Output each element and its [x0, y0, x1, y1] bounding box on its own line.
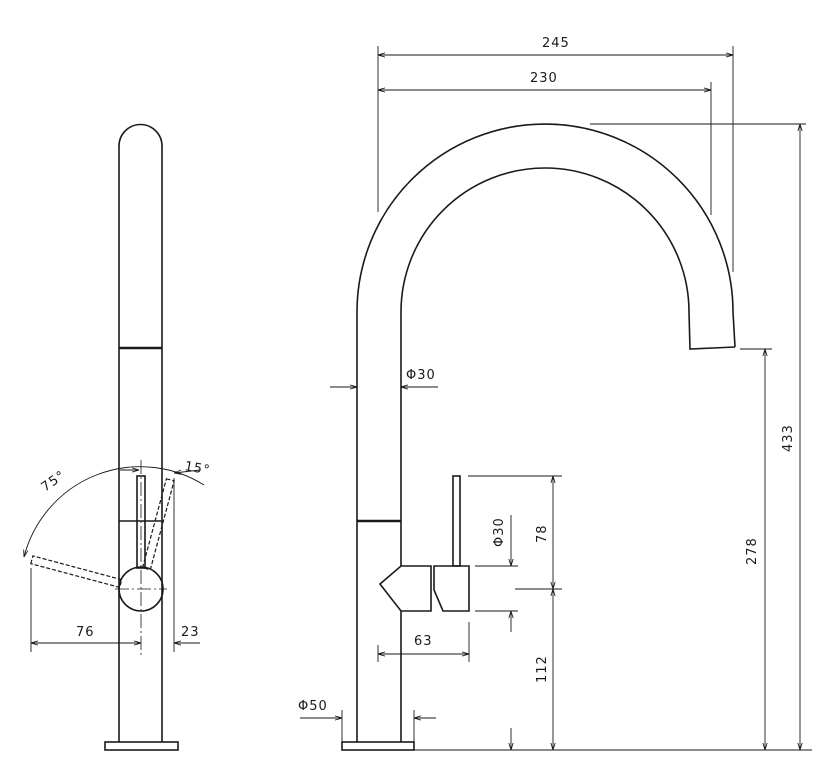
side-base-plate	[341, 741, 415, 751]
front-base-plate	[104, 741, 179, 751]
dim-76-label: 76	[76, 625, 95, 640]
spout-outer	[356, 123, 736, 742]
dim-handle-dia-label: Φ30	[492, 517, 507, 547]
angle-15-label: 15°	[183, 459, 211, 478]
front-view: 75° 15° 76 23	[24, 123, 212, 751]
dim-tube-dia-label: Φ30	[406, 368, 436, 383]
dim-base-dia-label: Φ50	[298, 699, 328, 714]
dim-78-label: 78	[535, 524, 550, 543]
spout-inner	[400, 167, 736, 566]
side-view: 245 230 433 278 78 112 Φ30 63 Φ30	[298, 36, 812, 751]
dim-245-label: 245	[542, 36, 570, 51]
dim-278-label: 278	[745, 537, 760, 565]
dim-63-label: 63	[414, 634, 433, 649]
front-lever	[136, 475, 146, 569]
dim-23-label: 23	[181, 625, 200, 640]
dim-433-label: 433	[781, 424, 796, 452]
angle-75-label: 75°	[39, 468, 69, 495]
front-tube-outline	[118, 123, 163, 742]
dim-230-label: 230	[530, 71, 558, 86]
handle-cap	[433, 565, 470, 612]
lever-rotated-right	[141, 478, 175, 571]
lever-rotated-left	[30, 555, 123, 589]
handle-body	[378, 565, 432, 612]
side-lever	[452, 475, 461, 567]
dim-112-label: 112	[535, 655, 550, 683]
